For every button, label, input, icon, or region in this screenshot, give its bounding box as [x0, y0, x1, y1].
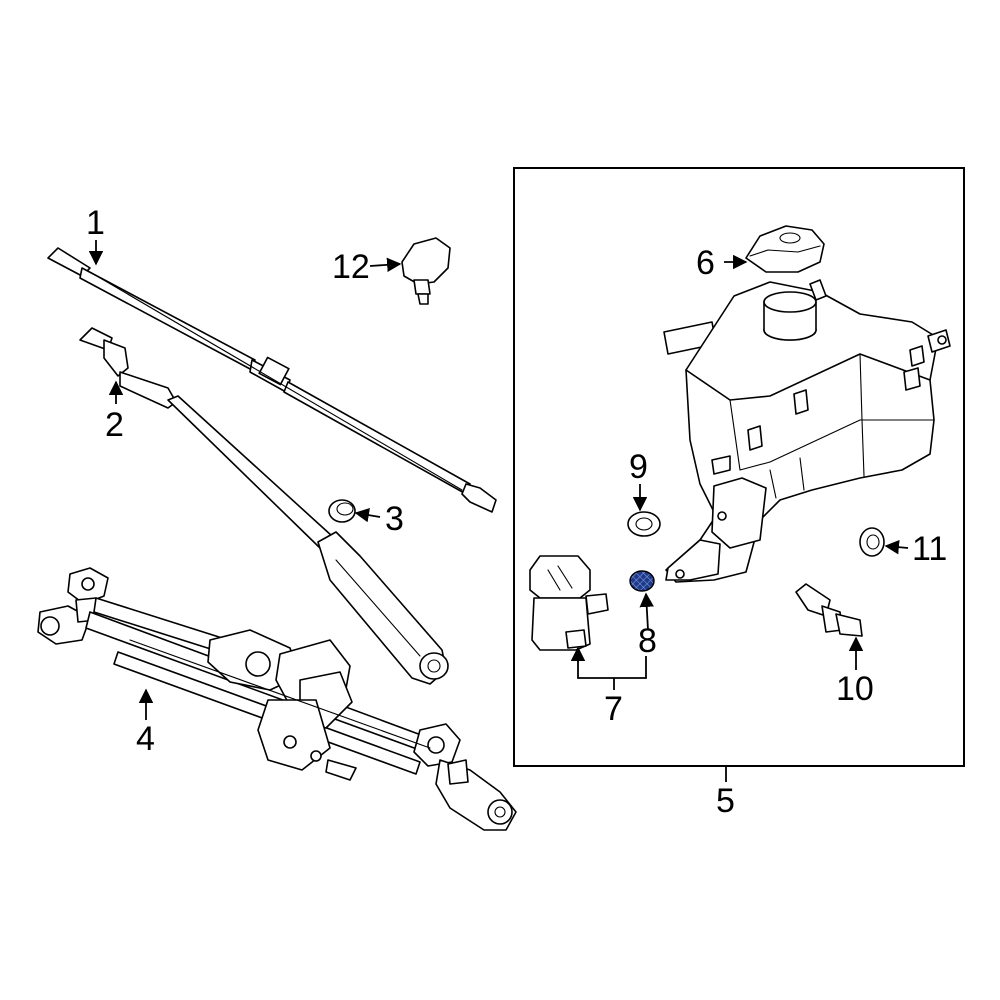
wiper-linkage-motor	[37, 567, 517, 831]
callout-3: 3	[385, 500, 404, 538]
callout-5: 5	[716, 782, 735, 820]
callout-9: 9	[629, 448, 648, 486]
callout-10: 10	[836, 670, 874, 708]
grommet	[627, 511, 661, 537]
washer-pump	[529, 555, 609, 651]
callout-1: 1	[86, 204, 105, 242]
callout-11: 11	[912, 530, 947, 568]
callout-6: 6	[696, 244, 715, 282]
washer-reservoir	[663, 279, 951, 583]
callout-12: 12	[332, 248, 370, 286]
seal	[859, 527, 885, 557]
wiper-blade	[47, 247, 497, 513]
reservoir-group-box	[513, 167, 965, 767]
leader-lines	[88, 240, 909, 782]
filter-screen	[629, 570, 655, 592]
callout-2: 2	[105, 406, 124, 444]
callout-4: 4	[136, 720, 155, 758]
wiper-arm	[79, 327, 449, 685]
washer-nozzle	[401, 237, 451, 305]
reservoir-cap	[745, 225, 825, 273]
arm-cap	[328, 499, 356, 523]
callout-8: 8	[638, 622, 657, 660]
level-sensor	[795, 583, 863, 637]
callout-7: 7	[604, 690, 623, 728]
